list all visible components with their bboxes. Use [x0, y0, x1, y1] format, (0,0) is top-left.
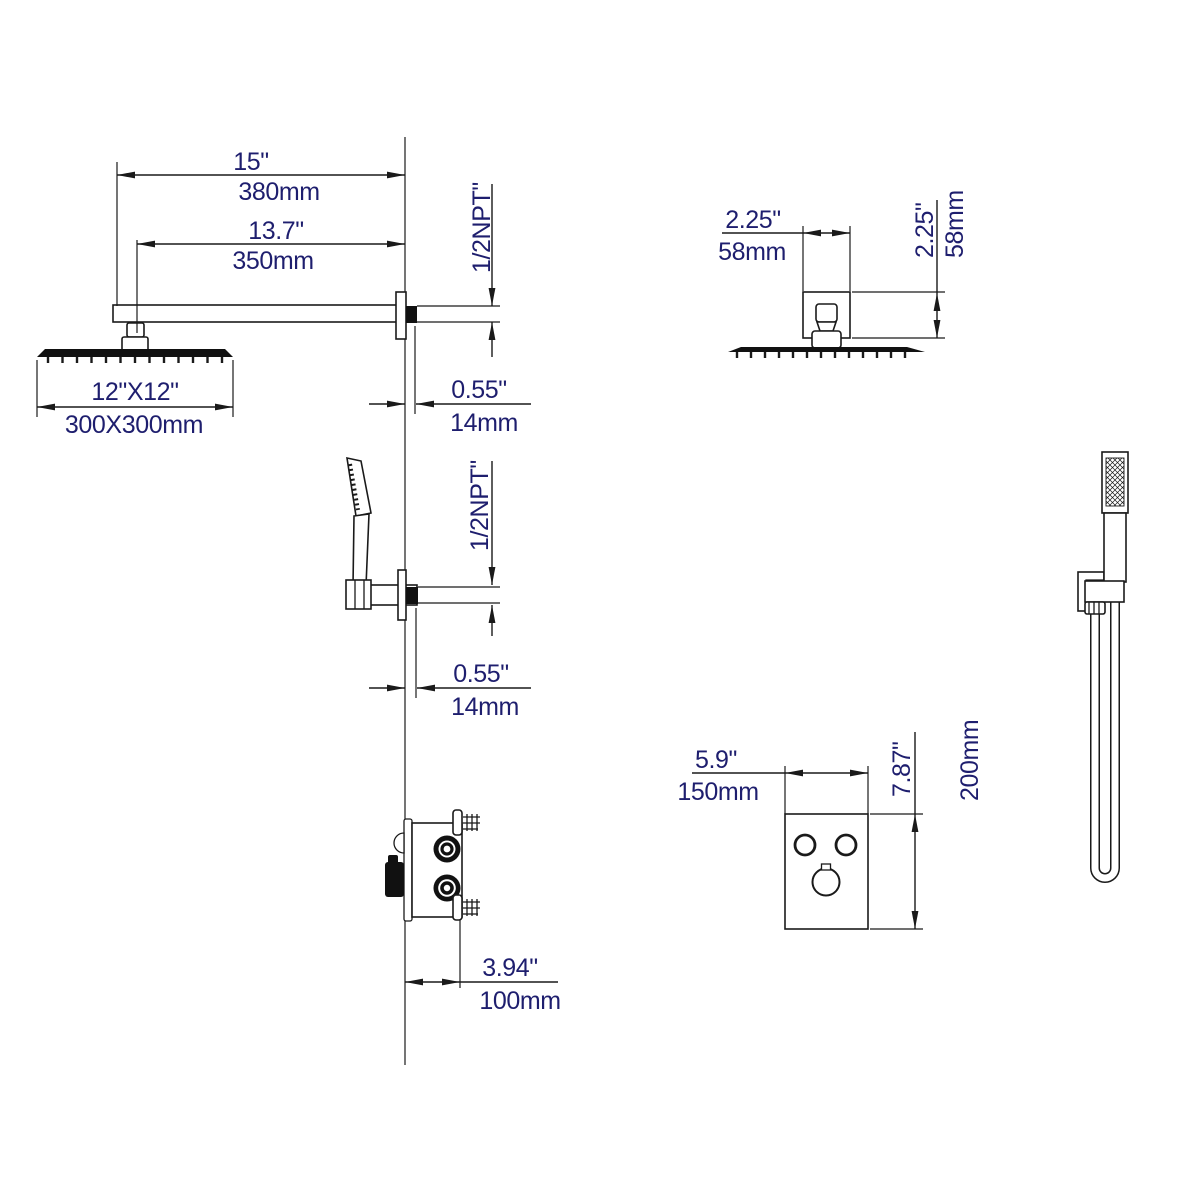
panel-width-inch-label: 5.9" [695, 746, 737, 774]
panel-knob-tab [820, 863, 832, 871]
mounting-screw-bottom [452, 894, 480, 921]
hand-shower-head [346, 456, 372, 517]
hand-shower-handle-front [1103, 512, 1127, 583]
dim-arm-thread: 1/2NPT" [468, 182, 496, 357]
valve-port-top [433, 835, 461, 863]
joint-width-inch-label: 2.25" [725, 206, 781, 234]
valve-depth-mm-label: 100mm [479, 987, 560, 1015]
joint-base [811, 330, 842, 349]
flange-holder-mm-label: 14mm [451, 693, 519, 721]
dim-panel-width: 5.9" 150mm [677, 746, 869, 814]
dim-valve-depth: 3.94" 100mm [405, 920, 561, 1015]
joint-height-inch-label: 2.25" [911, 202, 939, 258]
arm-length-inch-label: 15" [233, 148, 268, 176]
dim-arm-reach: 13.7" 350mm [136, 217, 405, 333]
holder-wall-flange [397, 569, 407, 621]
figure-hand-shower-holder [345, 456, 500, 621]
holder-pipe-solid [406, 587, 418, 604]
flange-top-mm-label: 14mm [450, 409, 518, 437]
panel-width-mm-label: 150mm [677, 778, 758, 806]
figure-rain-shower-side-view [37, 291, 500, 363]
shower-head-plate [37, 349, 233, 357]
joint-width-mm-label: 58mm [718, 238, 786, 266]
figure-hand-shower-hose [1077, 451, 1129, 883]
shower-arm [112, 304, 398, 323]
dim-wall-flange-top: 0.55" 14mm [369, 326, 531, 437]
head-size-mm-label: 300X300mm [65, 411, 203, 439]
joint-ball [815, 303, 838, 323]
shower-hose [1090, 597, 1120, 883]
holder-thread-label: 1/2NPT" [466, 460, 494, 551]
dim-joint-width: 2.25" 58mm [718, 206, 851, 291]
arm-reach-mm-label: 350mm [232, 247, 313, 275]
arm-reach-inch-label: 13.7" [248, 217, 304, 245]
panel-button-right [834, 833, 858, 857]
arm-length-mm-label: 380mm [238, 178, 319, 206]
figure-control-panel [784, 813, 869, 930]
holder-body [1084, 580, 1125, 603]
shower-head-plate-front [728, 347, 925, 352]
flange-top-inch-label: 0.55" [451, 376, 507, 404]
panel-button-left [793, 833, 817, 857]
panel-height-mm-label: 200mm [956, 720, 984, 801]
figure-rain-shower-front-view [728, 291, 925, 358]
valve-back-plate [403, 818, 413, 922]
wall-pipe-solid [406, 306, 417, 323]
valve-knob [385, 862, 404, 897]
dim-wall-flange-holder: 0.55" 14mm [369, 608, 531, 721]
ball-joint-lower [121, 336, 149, 352]
shower-head-nozzles [46, 357, 224, 363]
panel-height-inch-label: 7.87" [888, 741, 916, 797]
dim-panel-height: 7.87" 200mm [870, 720, 984, 930]
dim-joint-height: 2.25" 58mm [852, 190, 969, 339]
hand-shower-handle [352, 513, 370, 587]
valve-knob-tab [388, 855, 398, 864]
mounting-screw-top [452, 809, 480, 836]
dim-arm-length: 15" 380mm [116, 148, 405, 306]
panel-knob [811, 867, 841, 897]
arm-thread-label: 1/2NPT" [468, 182, 496, 273]
hose-nut [1084, 601, 1106, 615]
dim-holder-thread: 1/2NPT" [466, 460, 496, 636]
wall-flange [395, 291, 407, 340]
joint-neck [815, 321, 838, 332]
valve-pipe-bump [393, 832, 405, 854]
valve-depth-inch-label: 3.94" [482, 954, 538, 982]
flange-holder-inch-label: 0.55" [453, 660, 509, 688]
holder-cap [345, 579, 372, 610]
ball-joint-upper [126, 322, 145, 338]
head-size-inch-label: 12"X12" [91, 378, 178, 406]
dim-head-size: 12"X12" 300X300mm [36, 360, 234, 439]
joint-height-mm-label: 58mm [941, 190, 969, 258]
figure-valve-rough-in [385, 809, 480, 922]
spray-face-pattern [1105, 457, 1125, 507]
shower-head-nozzles-front [735, 352, 907, 358]
